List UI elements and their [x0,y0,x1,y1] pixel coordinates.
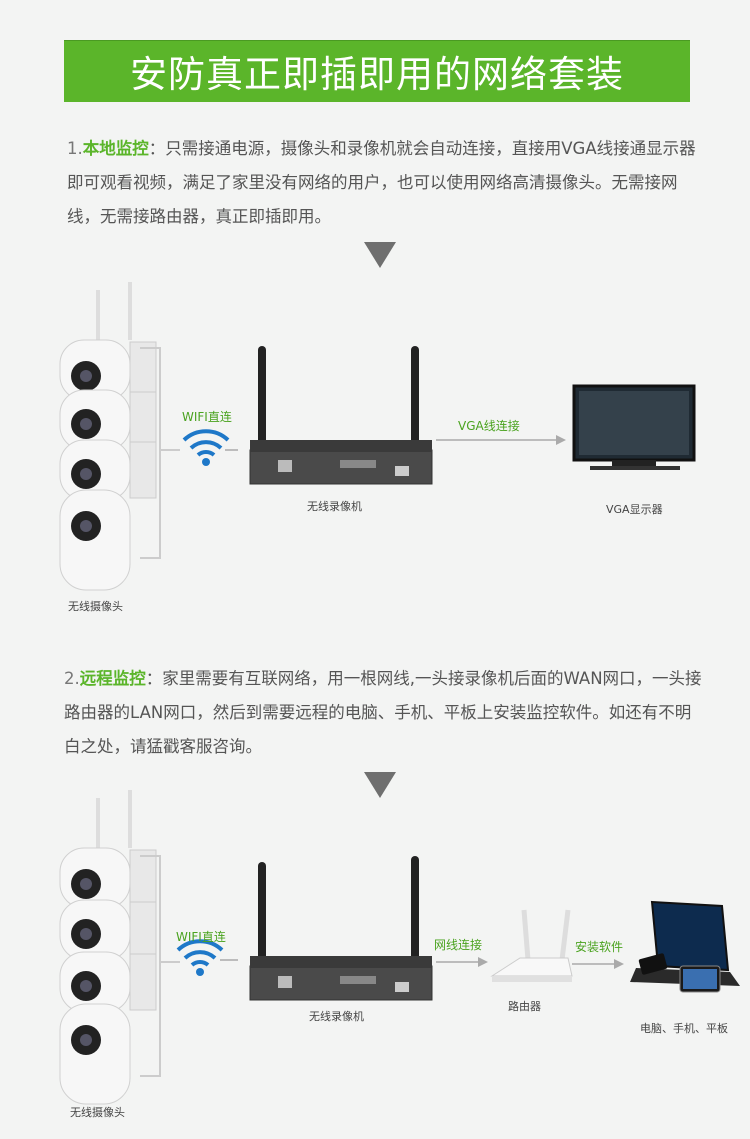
diagram-remote-graphics [59,790,740,1105]
nvr-label: 无线录像机 [309,1010,364,1023]
wifi-icon [182,429,230,466]
cameras-label: 无线摄像头 [70,1106,125,1119]
wifi-label: WIFI直连 [182,410,232,424]
cameras-label: 无线摄像头 [68,600,123,613]
section2-number: 2. [64,669,80,688]
down-arrow-icon [364,772,396,798]
nvr-icon [249,856,433,1001]
nvr-label: 无线录像机 [307,500,362,513]
diagram-local-graphics [59,282,696,591]
page-title: 安防真正即插即用的网络套装 [130,53,624,96]
section1-highlight: 本地监控 [82,139,149,158]
vga-link-label: VGA线连接 [458,419,520,433]
devices-icon [630,900,740,993]
monitor-icon [572,384,696,470]
wifi-icon [176,939,224,976]
section1-number: 1. [67,139,83,158]
software-label: 安装软件 [575,940,624,954]
diagram-local: 无线摄像头 WIFI直连 无线录像机 VGA线连接 VGA显示器 [0,280,750,620]
router-label: 路由器 [508,1000,541,1013]
section2-text: ：家里需要有互联网络，用一根网线,一头接录像机后面的WAN网口，一头接路由器的L… [64,669,702,756]
diagram-remote: 无线摄像头 WIFI直连 无线录像机 网线连接 路由器 安装软件 电脑、手机、平… [0,790,750,1130]
header-banner: 安防真正即插即用的网络套装 [64,40,690,102]
monitor-label: VGA显示器 [606,503,663,516]
section1-text: ：只需接通电源，摄像头和录像机就会自动连接，直接用VGA线接通显示器即可观看视频… [67,139,696,226]
router-icon [490,909,573,982]
down-arrow-icon [364,242,396,268]
camera-stack-icon [59,282,180,591]
section2-description: 2.远程监控：家里需要有互联网络，用一根网线,一头接录像机后面的WAN网口，一头… [64,662,704,764]
wifi-label: WIFI直连 [176,930,226,944]
section2-highlight: 远程监控 [79,669,146,688]
nvr-icon [249,346,433,485]
section1-description: 1.本地监控：只需接通电源，摄像头和录像机就会自动连接，直接用VGA线接通显示器… [67,132,707,234]
camera-stack-icon [59,790,180,1105]
devices-label: 电脑、手机、平板 [640,1022,728,1035]
net-link-label: 网线连接 [434,938,483,952]
